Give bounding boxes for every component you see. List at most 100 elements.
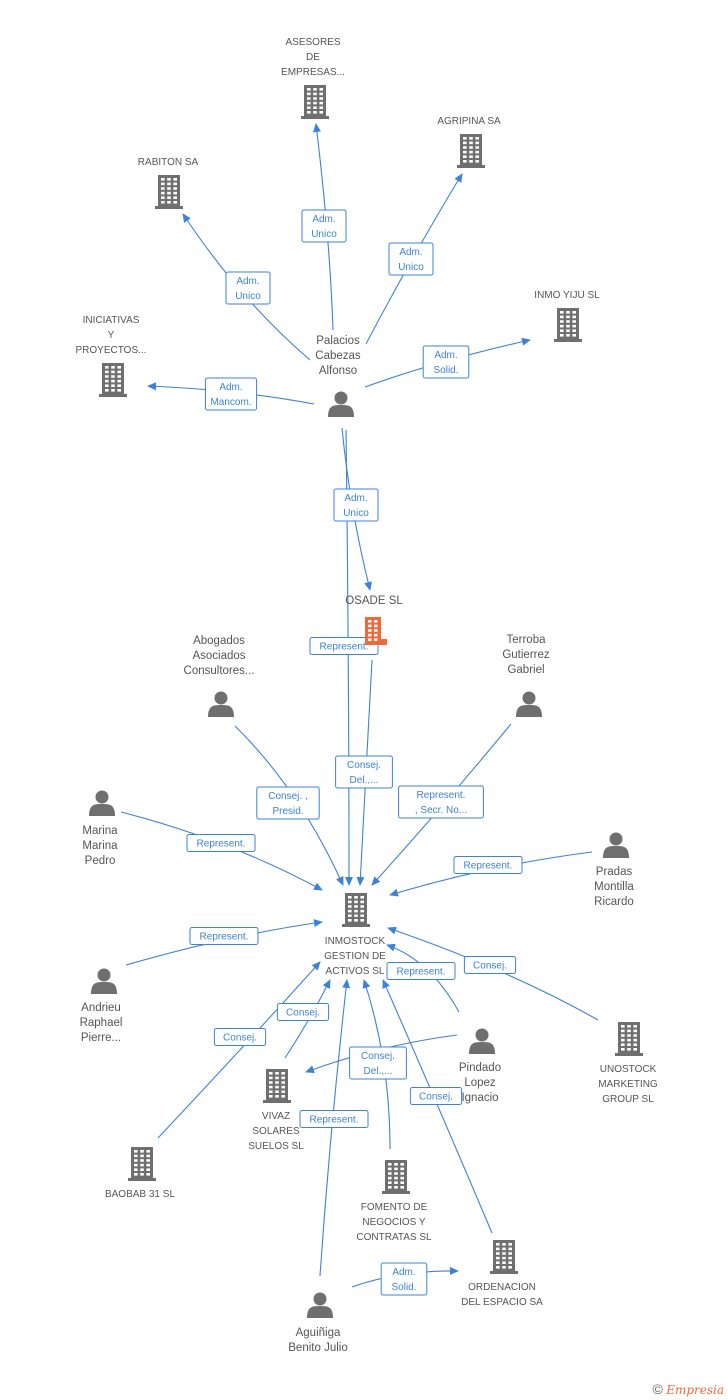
edge-label-palacios-asesores[interactable]: Adm.Unico bbox=[301, 209, 347, 243]
building-window bbox=[354, 909, 358, 913]
edge-label-box[interactable] bbox=[186, 834, 256, 852]
person-icon[interactable] bbox=[328, 391, 354, 418]
edge-label-ordenacion-inmostock[interactable]: Consej. bbox=[409, 1087, 463, 1105]
edge-label-pradas-inmostock[interactable]: Represent. bbox=[453, 856, 523, 874]
person-body bbox=[469, 1042, 495, 1054]
brand-logo[interactable]: Empresia bbox=[666, 1383, 724, 1397]
node-agripina[interactable]: AGRIPINA SA bbox=[437, 116, 501, 168]
edge-label-box[interactable] bbox=[204, 377, 258, 411]
building-window bbox=[348, 909, 352, 913]
building-icon[interactable] bbox=[365, 617, 387, 645]
building-icon[interactable] bbox=[342, 893, 370, 927]
building-window bbox=[275, 1076, 279, 1080]
edge-label-box[interactable] bbox=[213, 1028, 267, 1046]
edge-label-palacios-iniciativas[interactable]: Adm.Mancom. bbox=[204, 377, 258, 411]
building-icon[interactable] bbox=[301, 85, 329, 119]
node-osade[interactable]: OSADE SL bbox=[345, 595, 403, 645]
building-window bbox=[368, 638, 372, 641]
edge-label-box[interactable] bbox=[333, 488, 379, 522]
building-base bbox=[155, 206, 183, 209]
edge-label-terroba-inmostock[interactable]: Represent., Secr. No... bbox=[398, 785, 484, 819]
edge-label-box[interactable] bbox=[276, 1003, 330, 1021]
building-icon[interactable] bbox=[457, 134, 485, 168]
edge-label-palacios-inmostock[interactable]: Represent. bbox=[309, 637, 379, 655]
building-window bbox=[566, 320, 570, 323]
person-icon[interactable] bbox=[91, 968, 117, 995]
building-window bbox=[463, 141, 467, 145]
edge-label-box[interactable] bbox=[386, 962, 456, 980]
node-iniciativas[interactable]: INICIATIVASYPROYECTOS... bbox=[76, 315, 147, 397]
edge-label-osade-inmostock[interactable]: Consej.Del.,... bbox=[335, 755, 393, 789]
edge-label-box[interactable] bbox=[309, 637, 379, 655]
edge-baobab-inmostock bbox=[157, 961, 321, 1139]
edge-label-andrieu-inmostock[interactable]: Represent. bbox=[189, 927, 259, 945]
edge-label-fomento-inmostock[interactable]: Consej.Del.,... bbox=[349, 1046, 407, 1080]
building-base bbox=[554, 339, 582, 342]
node-label: Ricardo bbox=[594, 896, 634, 908]
edge-label-pindado-inmostock[interactable]: Represent. bbox=[386, 962, 456, 980]
edge-label-box[interactable] bbox=[225, 271, 271, 305]
edge-label-box[interactable] bbox=[380, 1262, 428, 1296]
building-window bbox=[374, 638, 378, 641]
edge-label-abogados-inmostock[interactable]: Consej. ,Presid. bbox=[256, 786, 320, 820]
edge-label-box[interactable] bbox=[463, 956, 517, 974]
edge-label-aguiniga-inmostock[interactable]: Represent. bbox=[299, 1110, 369, 1128]
building-icon[interactable] bbox=[490, 1240, 518, 1274]
node-andrieu[interactable]: AndrieuRaphaelPierre... bbox=[80, 968, 123, 1045]
node-baobab[interactable]: BAOBAB 31 SL bbox=[105, 1147, 175, 1200]
edge-label-palacios-rabiton[interactable]: Adm.Unico bbox=[225, 271, 271, 305]
building-icon[interactable] bbox=[263, 1069, 291, 1103]
person-icon[interactable] bbox=[469, 1028, 495, 1055]
person-icon[interactable] bbox=[307, 1292, 333, 1319]
node-inmoyiju[interactable]: INMO YIJU SL bbox=[534, 290, 600, 342]
person-icon[interactable] bbox=[603, 832, 629, 859]
building-icon[interactable] bbox=[382, 1160, 410, 1194]
building-icon[interactable] bbox=[554, 308, 582, 342]
building-icon[interactable] bbox=[155, 175, 183, 209]
edge-label-box[interactable] bbox=[335, 755, 393, 789]
edge-label-unostock-inmostock[interactable]: Consej. bbox=[463, 956, 517, 974]
node-rabiton[interactable]: RABITON SA bbox=[138, 157, 199, 209]
edge-label-box[interactable] bbox=[189, 927, 259, 945]
edge-label-baobab-inmostock[interactable]: Consej. bbox=[213, 1028, 267, 1046]
edge-label-marina-inmostock[interactable]: Represent. bbox=[186, 834, 256, 852]
building-icon[interactable] bbox=[615, 1022, 643, 1056]
edge-label-box[interactable] bbox=[453, 856, 523, 874]
edge-label-palacios-osade[interactable]: Adm.Unico bbox=[333, 488, 379, 522]
edge-label-box[interactable] bbox=[301, 209, 347, 243]
edge-label-box[interactable] bbox=[388, 242, 434, 276]
node-abogados[interactable]: AbogadosAsociadosConsultores... bbox=[184, 635, 255, 717]
node-asesores[interactable]: ASESORESDEEMPRESAS... bbox=[281, 37, 345, 119]
edge-label-box[interactable] bbox=[256, 786, 320, 820]
edge-label-box[interactable] bbox=[398, 785, 484, 819]
building-window bbox=[173, 178, 177, 181]
edge-label-palacios-agripina[interactable]: Adm.Unico bbox=[388, 242, 434, 276]
building-icon[interactable] bbox=[128, 1147, 156, 1181]
edge-label-vivaz-inmostock[interactable]: Consej. bbox=[276, 1003, 330, 1021]
edge-label-box[interactable] bbox=[422, 345, 470, 379]
building-window bbox=[621, 1048, 625, 1051]
edge-label-box[interactable] bbox=[349, 1046, 407, 1080]
person-icon[interactable] bbox=[89, 790, 115, 817]
edge-label-text: Consej. , bbox=[268, 791, 307, 802]
building-icon[interactable] bbox=[99, 363, 127, 397]
edge-label-palacios-inmoyiju[interactable]: Adm.Solid. bbox=[422, 345, 470, 379]
edge-label-box[interactable] bbox=[409, 1087, 463, 1105]
building-window bbox=[167, 191, 171, 195]
person-icon[interactable] bbox=[516, 691, 542, 718]
edge-label-aguiniga-ordenacion[interactable]: Adm.Solid. bbox=[380, 1262, 428, 1296]
person-head bbox=[97, 968, 111, 982]
person-icon[interactable] bbox=[208, 691, 234, 718]
edge-label-box[interactable] bbox=[299, 1110, 369, 1128]
